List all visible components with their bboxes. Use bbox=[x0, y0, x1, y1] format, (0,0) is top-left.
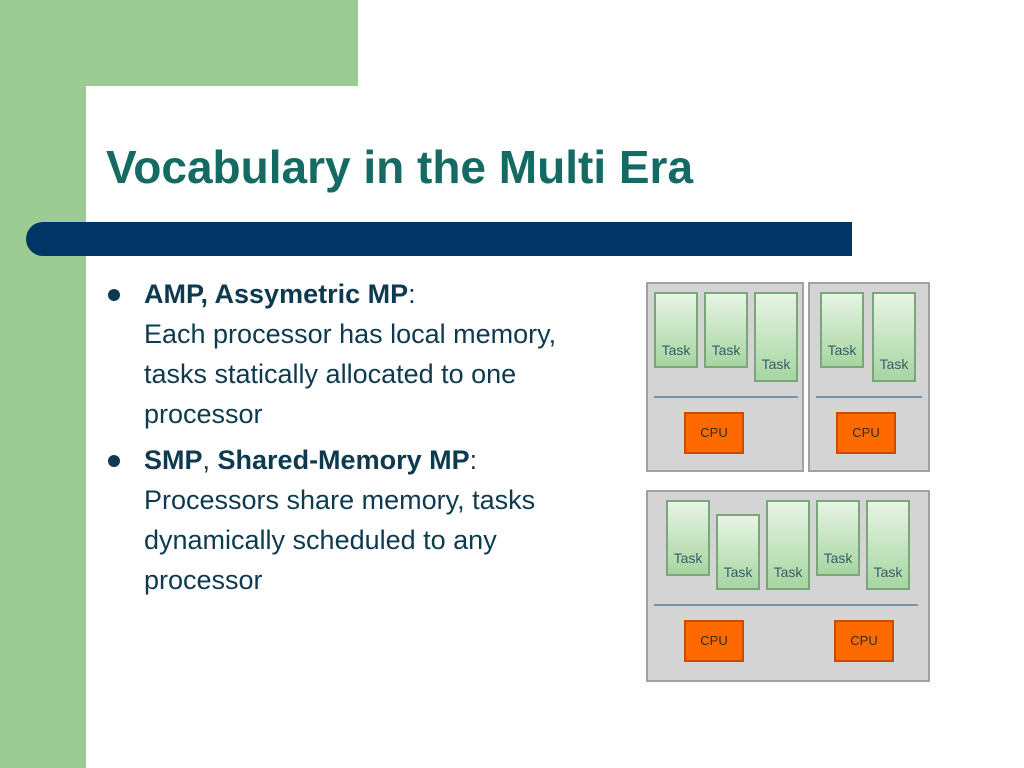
amp-processor-box: Task Task Task CPU bbox=[646, 282, 804, 472]
task-box: Task bbox=[704, 292, 748, 368]
task-box: Task bbox=[866, 500, 910, 590]
task-label: Task bbox=[761, 356, 791, 372]
task-box: Task bbox=[820, 292, 864, 368]
task-box: Task bbox=[666, 500, 710, 576]
bullet-amp: AMP, Assymetric MP: Each processor has l… bbox=[104, 274, 574, 434]
task-box: Task bbox=[872, 292, 916, 382]
task-box: Task bbox=[754, 292, 798, 382]
processor-diagram: Task Task Task CPU Task Task CPU Task Ta… bbox=[640, 278, 940, 688]
task-box: Task bbox=[816, 500, 860, 576]
task-box: Task bbox=[766, 500, 810, 590]
task-label: Task bbox=[723, 564, 753, 580]
task-box: Task bbox=[716, 514, 760, 590]
cpu-box: CPU bbox=[684, 412, 744, 454]
top-green-band bbox=[0, 0, 358, 86]
title-divider-bar bbox=[26, 222, 852, 256]
slide-title: Vocabulary in the Multi Era bbox=[106, 141, 694, 193]
task-label: Task bbox=[711, 342, 741, 358]
amp-processor-box: Task Task CPU bbox=[808, 282, 930, 472]
cpu-box: CPU bbox=[684, 620, 744, 662]
task-label: Task bbox=[673, 550, 703, 566]
task-label: Task bbox=[773, 564, 803, 580]
memory-separator bbox=[654, 396, 798, 398]
bullet-dot bbox=[108, 455, 120, 467]
bullet-smp-text: : Processors share memory, tasks dynamic… bbox=[144, 445, 536, 595]
task-label: Task bbox=[879, 356, 909, 372]
left-green-band bbox=[0, 0, 86, 768]
bullet-amp-term: AMP, Assymetric MP bbox=[144, 279, 409, 309]
task-label: Task bbox=[873, 564, 903, 580]
bullet-amp-text: : Each processor has local memory, tasks… bbox=[144, 279, 557, 429]
memory-separator bbox=[816, 396, 922, 398]
cpu-box: CPU bbox=[834, 620, 894, 662]
bullet-smp-term2: Shared-Memory MP bbox=[217, 445, 470, 475]
task-label: Task bbox=[827, 342, 857, 358]
bullet-smp: SMP, Shared-Memory MP: Processors share … bbox=[104, 440, 574, 600]
memory-separator bbox=[654, 604, 918, 606]
task-box: Task bbox=[654, 292, 698, 368]
bullet-smp-term: SMP bbox=[144, 445, 203, 475]
bullet-list: AMP, Assymetric MP: Each processor has l… bbox=[104, 274, 574, 606]
smp-shared-box: Task Task Task Task Task CPU CPU bbox=[646, 490, 930, 682]
task-label: Task bbox=[823, 550, 853, 566]
cpu-box: CPU bbox=[836, 412, 896, 454]
task-label: Task bbox=[661, 342, 691, 358]
bullet-dot bbox=[108, 289, 120, 301]
bullet-smp-sep: , bbox=[202, 445, 218, 475]
